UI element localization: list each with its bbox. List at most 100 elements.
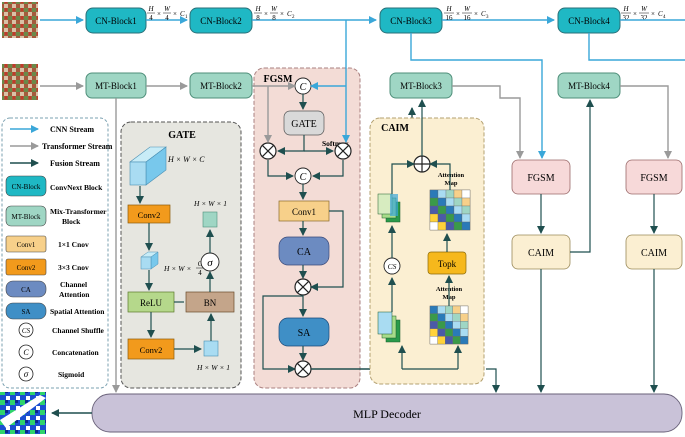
legend-ca-box: CA	[21, 286, 31, 294]
fgsm-sa	[278, 317, 330, 347]
attention-map-cell	[453, 221, 463, 231]
svg-text:32: 32	[623, 14, 631, 22]
legend-conv2-desc: 3×3 Cnov	[58, 263, 89, 272]
svg-text:4: 4	[149, 14, 153, 22]
attention-map-cell	[460, 336, 469, 345]
attention-map-cell	[445, 313, 453, 322]
attention-map-cell	[429, 328, 438, 337]
gate-mid-feature-cube	[140, 251, 159, 270]
attention-map-cell	[445, 328, 453, 337]
attention-map-cell	[453, 205, 463, 215]
gate-dim-mid-den: 4	[198, 269, 202, 277]
attention-map-cell	[429, 336, 438, 345]
svg-text:16: 16	[446, 14, 454, 22]
cn-block-3-label: CN-Block3	[390, 16, 432, 26]
attention-map-cell	[429, 305, 438, 314]
attention-map-cell	[445, 213, 455, 223]
attention-map-cell	[437, 221, 447, 231]
svg-text:×: ×	[651, 10, 655, 18]
attention-map-cell	[437, 213, 447, 223]
gate-dim-out-bottom: H × W × 1	[196, 363, 230, 372]
attention-map-cell	[460, 328, 469, 337]
caim-module-4-label: CAIM	[641, 248, 667, 259]
svg-text:C: C	[481, 10, 486, 18]
mlp-decoder: MLP Decoder	[51, 393, 683, 433]
legend-mt-block-desc-line1: Mix-Transformer	[50, 207, 107, 216]
right-modules: FGSM CAIM FGSM CAIM	[486, 99, 683, 393]
attention-map-cell	[445, 205, 455, 215]
legend-channel-shuffle-symbol: CS	[22, 327, 31, 335]
gate-out-feature-cell	[203, 340, 219, 357]
svg-text:8: 8	[256, 14, 260, 22]
svg-text:1: 1	[185, 15, 188, 20]
attention-map-cell	[429, 205, 439, 215]
attention-map-cell	[445, 336, 453, 345]
fgsm-title: FGSM	[264, 74, 293, 85]
attention-map-cell	[429, 189, 439, 199]
input-image-cnn	[2, 2, 38, 38]
fgsm-conv1-label: Conv1	[292, 207, 316, 217]
stream-arrows-fgsm4	[620, 20, 662, 60]
svg-text:×: ×	[173, 10, 177, 18]
fgsm-panel: FGSM C GATE Softmax C Conv1 CA SA	[253, 67, 361, 389]
input-image-transformer	[2, 64, 38, 100]
fgsm-gate-label: GATE	[291, 119, 317, 130]
svg-text:H: H	[445, 5, 452, 13]
svg-text:×: ×	[280, 10, 284, 18]
attention-map-cell	[452, 305, 461, 314]
attention-map-cell	[445, 305, 453, 314]
attention-map-cell	[445, 221, 455, 231]
attention-map-cell	[429, 321, 438, 329]
svg-text:×: ×	[264, 10, 268, 18]
svg-text:C: C	[658, 10, 663, 18]
legend-sa-desc: Spatial Attention	[50, 307, 105, 316]
svg-text:C: C	[300, 172, 307, 183]
mt-block-2-label: MT-Block2	[200, 81, 242, 91]
svg-text:4: 4	[165, 14, 169, 22]
svg-text:W: W	[164, 5, 171, 13]
attention-map-cell	[452, 328, 461, 337]
svg-text:4: 4	[663, 15, 666, 20]
gate-conv2-top-label: Conv2	[138, 210, 161, 220]
attention-map-cell	[445, 197, 455, 207]
caim-panel: CAIM Attention Map CS Topk	[369, 99, 485, 385]
dimension-label-3: H 16 × W 16 × C 3	[444, 5, 489, 22]
gate-input-feature-cube	[129, 146, 167, 186]
attention-map-cell	[437, 336, 446, 345]
dimension-label-4: H 32 × W 32 × C 4	[621, 5, 666, 22]
attention-map-cell	[461, 213, 471, 223]
attention-map-cell	[452, 336, 461, 345]
gate-bn-label: BN	[204, 298, 217, 308]
attention-map-cell	[437, 189, 447, 199]
gate-conv2-bottom-label: Conv2	[140, 345, 163, 355]
attention-map-cell	[452, 321, 461, 329]
svg-text:8: 8	[272, 14, 276, 22]
legend-ca-desc-line1: Channel	[60, 280, 87, 289]
svg-text:C: C	[180, 10, 185, 18]
legend: CNN Stream Transformer Stream Fusion Str…	[1, 117, 113, 389]
svg-text:C: C	[300, 82, 307, 93]
gate-panel: GATE H × W × C Conv2 H × W × C 4 ReLU Co…	[120, 121, 242, 389]
caim-title: CAIM	[381, 123, 409, 134]
legend-cn-block-box: CN-Block	[12, 183, 41, 191]
gate-attention-cell	[202, 211, 218, 228]
svg-text:C: C	[287, 10, 292, 18]
legend-cnn-stream: CNN Stream	[50, 125, 94, 134]
attention-map-cell	[452, 313, 461, 322]
attention-map-cell	[460, 305, 469, 314]
attention-map-cell	[453, 189, 463, 199]
cn-block-4-label: CN-Block4	[568, 16, 610, 26]
caim-feature-stack-bottom	[377, 311, 401, 343]
legend-sigmoid-symbol: σ	[24, 369, 29, 379]
cnn-stream-row: CN-Block1 CN-Block2 CN-Block3 CN-Block4	[40, 7, 621, 34]
attention-map-cell	[437, 305, 446, 314]
dimension-label-2: H 8 × W 8 × C 2	[254, 5, 295, 22]
fgsm-sa-label: SA	[298, 328, 312, 339]
gate-title: GATE	[168, 130, 196, 141]
gate-dim-in: H × W × C	[167, 155, 205, 164]
legend-sa-box: SA	[22, 308, 31, 316]
legend-ca-desc-line2: Attention	[59, 290, 90, 299]
attention-map-cell	[437, 197, 447, 207]
attention-map-cell	[461, 205, 471, 215]
